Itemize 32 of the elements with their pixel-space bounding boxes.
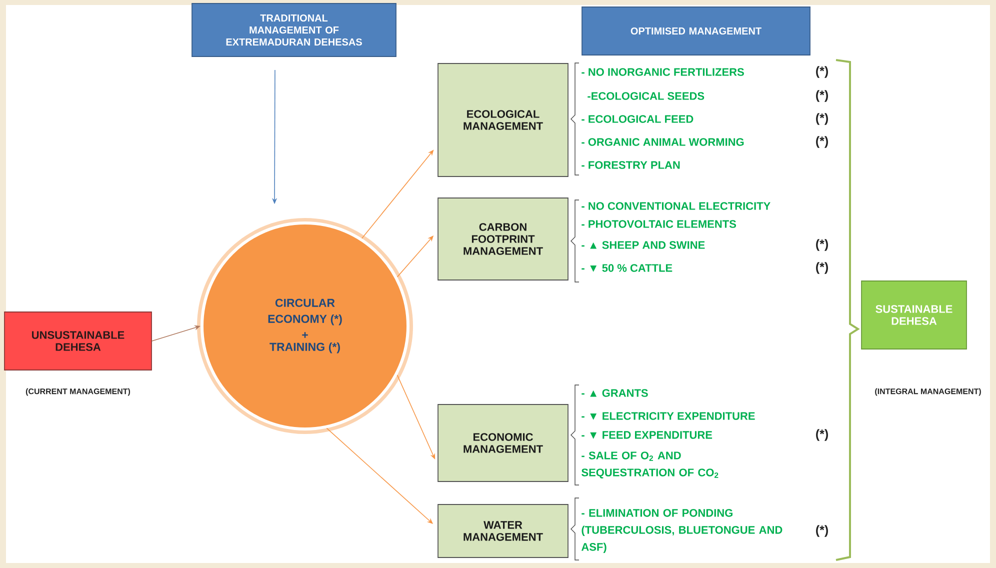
list-item: -ECOLOGICAL SEEDS <box>588 92 704 100</box>
process-box: WATER MANAGEMENT <box>438 504 568 558</box>
footnote-mark: (*) <box>816 90 828 102</box>
list-item: - ECOLOGICAL FEED <box>582 115 694 123</box>
footnote-mark: (*) <box>816 239 828 251</box>
process-box: TRADITIONAL MANAGEMENT OF EXTREMADURAN DEHESAS <box>192 3 396 57</box>
process-box: OPTIMISED MANAGEMENT <box>582 6 810 56</box>
list-item: - ▼ 50 % CATTLE <box>582 264 672 272</box>
list-item: - FORESTRY PLAN <box>582 161 680 169</box>
footnote-mark: (*) <box>816 66 828 78</box>
list-item: - SALE OF O$_{2}$ AND SEQUESTRATION OF CO$_{2}$ <box>582 452 718 478</box>
caption-text: (INTEGRAL MANAGEMENT) <box>875 388 981 396</box>
process-box: ECOLOGICAL MANAGEMENT <box>438 63 568 177</box>
footnote-mark: (*) <box>816 136 828 148</box>
list-item: - ▲ SHEEP AND SWINE <box>582 241 705 249</box>
list-item: - ▲ GRANTS <box>582 389 648 397</box>
list-item: - ▼ ELECTRICITY EXPENDITURE <box>582 412 755 420</box>
footnote-mark: (*) <box>816 113 828 125</box>
footnote-mark: (*) <box>816 262 828 274</box>
list-item: - PHOTOVOLTAIC ELEMENTS <box>582 220 736 228</box>
list-item: - ELIMINATION OF PONDING (TUBERCULOSIS, BLUETONGUE AND ASF) <box>581 509 782 553</box>
process-box: ECONOMIC MANAGEMENT <box>438 404 568 482</box>
process-box: SUSTAINABLE DEHESA <box>861 280 967 350</box>
footnote-mark: (*) <box>816 525 828 537</box>
footnote-mark: (*) <box>816 429 828 441</box>
list-item: - NO INORGANIC FERTILIZERS <box>582 68 744 76</box>
list-item: - ORGANIC ANIMAL WORMING <box>582 138 744 146</box>
list-item: - ▼ FEED EXPENDITURE <box>582 431 712 439</box>
process-box: UNSUSTAINABLE DEHESA <box>4 312 152 370</box>
list-item: - NO CONVENTIONAL ELECTRICITY <box>582 202 770 210</box>
process-box: CARBON FOOTPRINT MANAGEMENT <box>438 198 568 280</box>
caption-text: (CURRENT MANAGEMENT) <box>26 388 130 396</box>
